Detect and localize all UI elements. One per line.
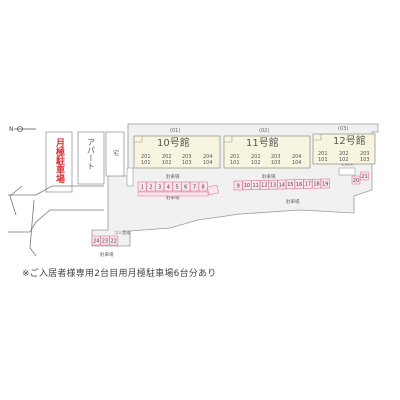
apartment-block: アパート [77, 131, 105, 185]
house-block: 宅 [105, 131, 125, 177]
parking-label-a: 駐車場 [166, 173, 180, 180]
parking-label-b: 駐車場 [166, 194, 180, 201]
parking-space [198, 181, 208, 192]
building-name: 12号館 [333, 134, 366, 147]
parking-space-number: 4 [167, 184, 170, 190]
parking-space-number: 3 [158, 184, 161, 190]
parking-space-number: 16 [296, 182, 302, 188]
monthly-parking-label: 月極駐車場 [54, 138, 66, 184]
unit: 104 [292, 160, 302, 166]
unit: 104 [203, 160, 213, 166]
unit: 202 [251, 154, 261, 160]
unit: 202 [339, 151, 349, 157]
parking-label-c: 駐車場 [262, 173, 276, 180]
parking-space-number: 6 [184, 184, 187, 190]
unit: 103 [182, 160, 192, 166]
parking-space-number: 19 [322, 181, 328, 187]
building-number: (01) [170, 128, 180, 134]
unit: 201 [230, 154, 240, 160]
unit: 201 [318, 151, 328, 157]
parking-space-number: 1 [141, 184, 144, 190]
parking-space-number: 10 [244, 183, 250, 189]
unit: 103 [271, 160, 281, 166]
compass-label: N [9, 126, 14, 133]
curb-strip [137, 191, 209, 197]
building-12: (03) 12号館 201 101 202 102 203 103 [312, 126, 376, 165]
monthly-parking-box: 月極駐車場 [45, 131, 73, 193]
building-number: (03) [338, 126, 348, 132]
parking-space [351, 175, 361, 185]
parking-space-number: 22 [110, 238, 116, 244]
apartment-label: アパート [87, 138, 96, 170]
unit: 101 [141, 160, 151, 166]
parking-label-d: 駐車場 [286, 198, 300, 205]
parking-space-number: 23 [102, 238, 108, 244]
parking-space [360, 171, 369, 181]
unit: 101 [318, 157, 328, 163]
parking-label-e: 駐車場 [100, 251, 114, 258]
unit: 102 [162, 160, 172, 166]
house-label: 宅 [112, 149, 119, 156]
building-10: (01) 10号館 201 101 202 102 203 103 204 10… [133, 128, 221, 169]
unit: 103 [360, 157, 370, 163]
access-road [8, 185, 104, 257]
parking-space-number: 12 [261, 183, 267, 189]
parking-space-number: 14 [279, 182, 285, 188]
parking-space-number: 15 [287, 182, 293, 188]
parking-space-number: 20 [353, 178, 359, 184]
parking-space [320, 178, 330, 189]
parking-space-number: 9 [237, 183, 240, 189]
unit: 101 [230, 160, 240, 166]
garbage-label: ゴミ置場 [114, 229, 130, 235]
unit: 102 [339, 157, 349, 163]
building-name: 10号館 [157, 136, 190, 149]
parking-space-number: 5 [175, 184, 178, 190]
parking-space-number: 24 [93, 238, 99, 244]
note-text: ※ご入居者様専用2台目用月極駐車場6台分あり [22, 269, 217, 279]
unit: 203 [360, 151, 370, 157]
parking-space-number: 8 [202, 184, 205, 190]
unit: 201 [141, 154, 151, 160]
compass-circle-icon [17, 126, 23, 132]
unit: 202 [162, 154, 172, 160]
compass: N [9, 126, 36, 133]
parking-space-number: 13 [270, 183, 276, 189]
parking-space-number: 11 [252, 183, 258, 189]
parking-space-number: 17 [305, 182, 311, 188]
unit: 102 [251, 160, 261, 166]
parking-space-number: 21 [361, 174, 367, 180]
building-name: 11号館 [246, 136, 279, 149]
parking-space-number: 18 [313, 182, 319, 188]
parking-space-number: 2 [149, 184, 152, 190]
unit: 204 [292, 154, 302, 160]
unit: 203 [271, 154, 281, 160]
curb-strip [206, 184, 220, 196]
unit: 204 [203, 154, 213, 160]
parking-space-number: 7 [193, 184, 196, 190]
unit: 203 [182, 154, 192, 160]
building-number: (02) [259, 128, 269, 134]
building-11: (02) 11号館 201 101 202 102 203 103 204 10… [223, 128, 311, 169]
parking-space [109, 235, 119, 246]
